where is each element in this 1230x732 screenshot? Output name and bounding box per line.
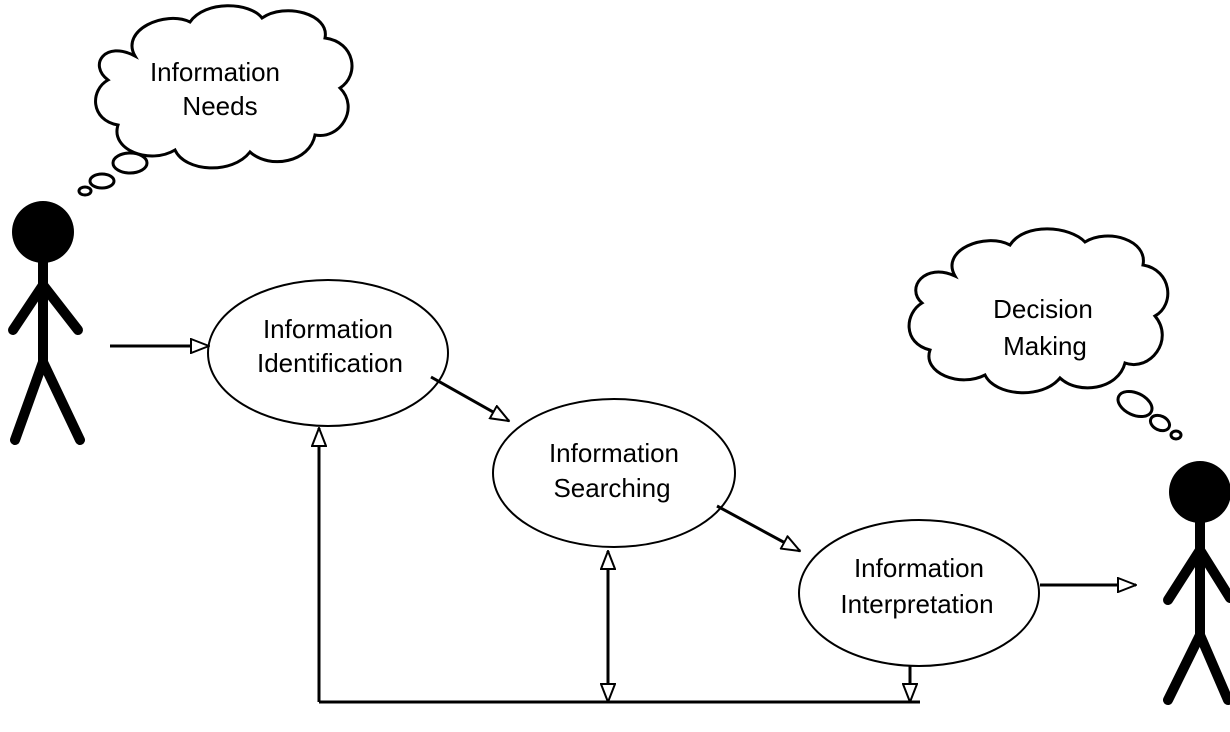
node-ellipse [798,519,1040,667]
thought-dot-small [77,185,93,197]
node-information-searching: Information Searching [492,398,736,548]
node-information-interpretation: Information Interpretation [798,519,1040,667]
thought-dot-large [1116,389,1154,419]
thought-dot-large [111,151,149,175]
cloud-shape [907,227,1170,395]
identification-label-line1: Information [263,314,393,344]
thought-bubble-information-needs: Information Needs [77,4,354,197]
arrow-searching-to-interpretation [716,504,800,553]
feedback-loop [319,428,920,704]
right-leg [38,357,85,445]
head [1169,461,1230,523]
thought-dot-medium [1148,413,1172,433]
interpretation-label-line1: Information [854,553,984,583]
left-leg [10,357,48,445]
decision-label-line1: Decision [993,294,1093,324]
left-arm [8,280,48,335]
identification-label-line2: Identification [257,348,403,378]
left-arm [1163,545,1205,605]
thought-dot-medium [88,172,116,190]
right-arm [1195,545,1230,603]
left-leg [1163,630,1205,705]
node-information-identification: Information Identification [207,279,449,427]
thought-dot-small [1169,429,1183,441]
needs-label-line1: Information [150,57,280,87]
right-leg [1195,630,1230,705]
needs-label-line2: Needs [182,91,257,121]
right-stick-figure [1163,461,1230,705]
searching-label-line1: Information [549,438,679,468]
arrow-identification-to-searching [430,375,509,421]
thought-bubble-decision-making: Decision Making [907,227,1183,441]
right-arm [38,280,83,335]
node-ellipse [492,398,736,548]
interpretation-label-line2: Interpretation [840,589,993,619]
head [12,201,74,263]
cloud-shape [94,4,354,170]
left-stick-figure [8,201,85,445]
decision-label-line2: Making [1003,331,1087,361]
searching-label-line2: Searching [553,473,670,503]
